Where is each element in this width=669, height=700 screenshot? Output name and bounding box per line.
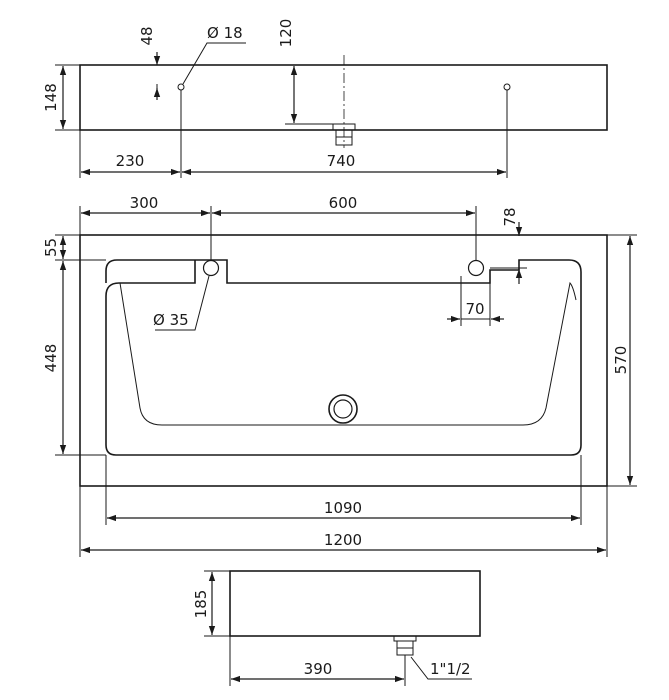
tap-hole-right (467, 259, 485, 277)
dim-185-label: 185 (192, 590, 210, 619)
dim-1200-label: 1200 (324, 531, 362, 549)
top-view-hole-left (177, 83, 185, 91)
dim-48-label: 48 (138, 26, 156, 45)
dim-78-label: 78 (501, 207, 519, 226)
dim-600-label: 600 (329, 194, 358, 212)
dia-18-label: Ø 18 (207, 24, 243, 42)
thread-leader (410, 656, 472, 680)
side-view-outline (229, 570, 481, 637)
dim-120-label: 120 (277, 19, 295, 48)
top-view: 148 48 Ø 18 120 230 740 (42, 19, 608, 178)
dim-230-label: 230 (116, 152, 145, 170)
dia-35-leader (155, 275, 210, 331)
side-view: 185 390 1"1/2 (192, 570, 481, 686)
dim-148-label: 148 (42, 83, 60, 112)
dim-70-label: 70 (465, 300, 484, 318)
dim-300-label: 300 (130, 194, 159, 212)
dia-35-label: Ø 35 (153, 311, 189, 329)
drain-outer (328, 394, 358, 424)
drain-inner (333, 399, 353, 419)
top-view-hole-right (503, 83, 511, 91)
dim-390-label: 390 (304, 660, 333, 678)
thread-label: 1"1/2 (430, 660, 471, 678)
dim-1090-label: 1090 (324, 499, 362, 517)
tap-hole-left (202, 259, 220, 277)
dim-55-label: 55 (42, 238, 60, 257)
plan-view-outline (79, 234, 608, 487)
dia-18-leader (182, 42, 246, 85)
top-view-outline (79, 64, 608, 131)
dim-570-label: 570 (612, 346, 630, 375)
basin-rim (105, 259, 582, 456)
dim-448-label: 448 (42, 344, 60, 373)
basin-bowl (119, 281, 577, 426)
dim-740-label: 740 (327, 152, 356, 170)
plan-view: 300 600 78 55 Ø 35 70 448 570 (42, 194, 637, 557)
